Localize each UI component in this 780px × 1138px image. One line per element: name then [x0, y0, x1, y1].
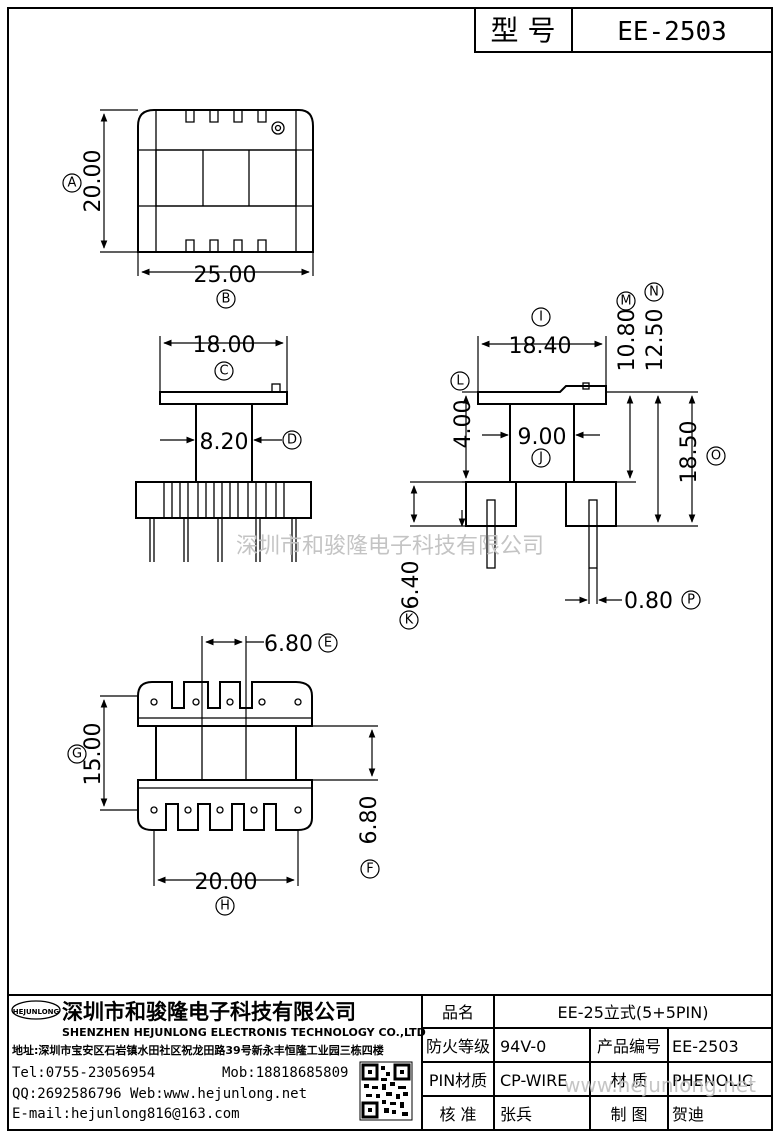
- dim-a-marker: A: [68, 176, 77, 191]
- spec-name-value: EE-25立式(5+5PIN): [558, 1003, 709, 1022]
- dim-l-value: 4.00: [451, 400, 476, 449]
- dim-e-marker: E: [324, 636, 332, 651]
- dim-l-marker: L: [456, 374, 464, 389]
- spec-material-value: PHENOLIC: [672, 1071, 753, 1090]
- spec-material-label: 材 质: [610, 1071, 647, 1090]
- spec-code-value: EE-2503: [672, 1037, 739, 1056]
- spec-draw-label: 制 图: [610, 1105, 647, 1124]
- dim-g-marker: G: [72, 747, 82, 762]
- spec-name-label: 品名: [442, 1003, 474, 1022]
- dim-f-marker: F: [366, 862, 373, 877]
- dim-i-marker: I: [539, 310, 543, 325]
- outer-frame: [7, 7, 773, 1131]
- dim-m-marker: M: [620, 294, 631, 309]
- model-value: EE-2503: [617, 17, 727, 47]
- top-view: [137, 109, 314, 253]
- company-qq-web: QQ:2692586796 Web:www.hejunlong.net: [12, 1086, 307, 1102]
- dim-d-marker: D: [287, 433, 297, 448]
- qr-code-icon: [359, 1061, 413, 1121]
- spec-pin-label: PIN材质: [429, 1071, 487, 1090]
- spec-check-label: 核 准: [439, 1105, 476, 1124]
- spec-pin-value: CP-WIRE: [500, 1071, 567, 1090]
- spec-draw-value: 贺迪: [672, 1105, 704, 1124]
- dim-j-marker: J: [538, 451, 543, 466]
- bottom-view: [137, 681, 313, 831]
- dim-d-value: 8.20: [200, 430, 249, 455]
- dim-c-value: 18.00: [193, 333, 256, 358]
- dim-o-marker: O: [711, 449, 721, 464]
- company-mob: Mob:18818685809: [222, 1065, 348, 1081]
- dim-m-value: 10.80: [615, 309, 640, 372]
- company-email: E-mail:hejunlong816@163.com: [12, 1106, 240, 1122]
- dim-b-value: 25.00: [194, 263, 257, 288]
- company-logo-text: HEJUNLONG: [13, 1008, 60, 1016]
- dim-k-value: 6.40: [399, 561, 424, 610]
- model-header: 型 号 EE-2503: [474, 7, 773, 53]
- dim-h-marker: H: [220, 899, 230, 914]
- spec-check-value: 张兵: [500, 1105, 532, 1124]
- company-tel: Tel:0755-23056954: [12, 1065, 155, 1081]
- company-name-en: SHENZHEN HEJUNLONG ELECTRONIS TECHNOLOGY…: [62, 1026, 426, 1039]
- title-block: HEJUNLONG 深圳市和骏隆电子科技有限公司 SHENZHEN HEJUNL…: [8, 994, 772, 1130]
- dim-a-value: 20.00: [81, 150, 106, 213]
- dim-n-marker: N: [649, 285, 659, 300]
- dim-g-value: 15.00: [81, 723, 106, 786]
- company-logo-icon: [11, 1000, 61, 1020]
- dim-i-value: 18.40: [509, 334, 572, 359]
- side-view: [465, 382, 617, 569]
- dim-p-value: 0.80: [624, 589, 673, 614]
- dim-f-value: 6.80: [357, 796, 382, 845]
- company-address: 地址:深圳市宝安区石岩镇水田社区祝龙田路39号新永丰恒隆工业园三栋四楼: [12, 1043, 384, 1057]
- dim-j-value: 9.00: [518, 425, 567, 450]
- dim-b-marker: B: [222, 292, 231, 307]
- watermark-company: 深圳市和骏隆电子科技有限公司: [236, 534, 544, 559]
- spec-fire-label: 防火等级: [426, 1037, 490, 1056]
- dim-h-value: 20.00: [195, 870, 258, 895]
- spec-code-label: 产品编号: [597, 1037, 661, 1056]
- dim-p-marker: P: [687, 593, 695, 608]
- company-name-cn: 深圳市和骏隆电子科技有限公司: [62, 1000, 356, 1024]
- watermark-url: www.hejunlong.net: [564, 1073, 756, 1097]
- front-view: [135, 383, 312, 562]
- dim-c-marker: C: [219, 364, 228, 379]
- dim-o-value: 18.50: [677, 421, 702, 484]
- dim-n-value: 12.50: [643, 309, 668, 372]
- dim-k-marker: K: [405, 613, 414, 628]
- model-label: 型 号: [491, 14, 556, 47]
- spec-fire-value: 94V-0: [500, 1037, 546, 1056]
- dim-e-value: 6.80: [264, 632, 313, 657]
